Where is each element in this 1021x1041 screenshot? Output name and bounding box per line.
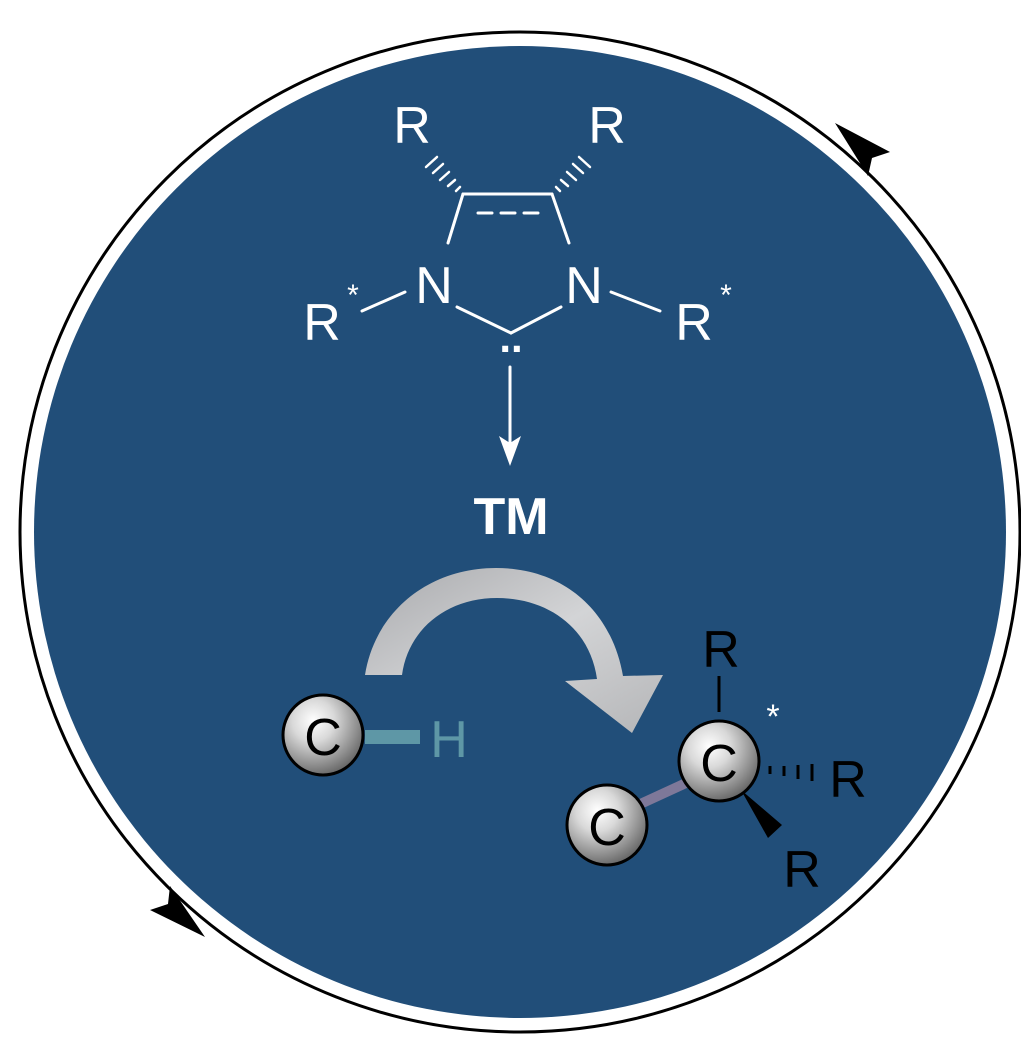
cycle-ring bbox=[18, 30, 1021, 1034]
ring-bond bbox=[446, 192, 465, 245]
outer-black-ring bbox=[18, 30, 1021, 1034]
arrowhead-icon bbox=[150, 886, 205, 937]
product-carbon-center-label: C bbox=[700, 735, 738, 793]
product-r-right: R bbox=[829, 751, 867, 809]
stereo-star-right: * bbox=[720, 279, 732, 312]
down-arrow-icon bbox=[499, 436, 521, 466]
nitrogen-left: N bbox=[415, 257, 453, 315]
carbene-lone-pair: .. bbox=[499, 314, 522, 361]
product-r-bottom: R bbox=[783, 841, 821, 899]
reactant-ch: C H bbox=[281, 693, 468, 777]
n-substituent-bond bbox=[609, 290, 662, 313]
hashed-wedge bbox=[424, 155, 462, 193]
carbon-sphere bbox=[281, 693, 365, 777]
n-substituent-left: R bbox=[303, 294, 341, 352]
product-carbon-left-label: C bbox=[588, 799, 626, 857]
product-r-top: R bbox=[702, 621, 740, 679]
nitrogen-right: N bbox=[565, 257, 603, 315]
curved-arrow-icon bbox=[365, 568, 663, 733]
product-molecule: C C * R R R bbox=[565, 621, 867, 899]
hashed-wedge bbox=[768, 764, 814, 781]
backbone-r-left: R bbox=[393, 97, 431, 155]
n-substituent-right: R bbox=[675, 294, 713, 352]
hydrogen-label: H bbox=[430, 711, 468, 769]
stereo-star-left: * bbox=[347, 279, 359, 312]
blue-disc bbox=[34, 46, 1006, 1018]
reactant-carbon-label: C bbox=[304, 709, 342, 767]
solid-wedge bbox=[741, 790, 782, 838]
stereocenter-sphere bbox=[677, 719, 761, 803]
stereo-star: * bbox=[766, 698, 779, 736]
metal-label: TM bbox=[473, 488, 548, 546]
hashed-wedge bbox=[554, 155, 592, 193]
ring-bond bbox=[455, 305, 513, 335]
nhc-labels: R R N N R * R * .. TM bbox=[303, 97, 732, 546]
n-substituent-bond bbox=[360, 290, 407, 313]
carbon-sphere bbox=[565, 783, 649, 867]
backbone-r-right: R bbox=[588, 97, 626, 155]
cc-bond bbox=[633, 778, 689, 811]
arrowhead-icon bbox=[835, 123, 890, 176]
ring-bond bbox=[509, 305, 563, 335]
ring-bond bbox=[550, 192, 571, 245]
nhc-ligand bbox=[360, 155, 662, 447]
